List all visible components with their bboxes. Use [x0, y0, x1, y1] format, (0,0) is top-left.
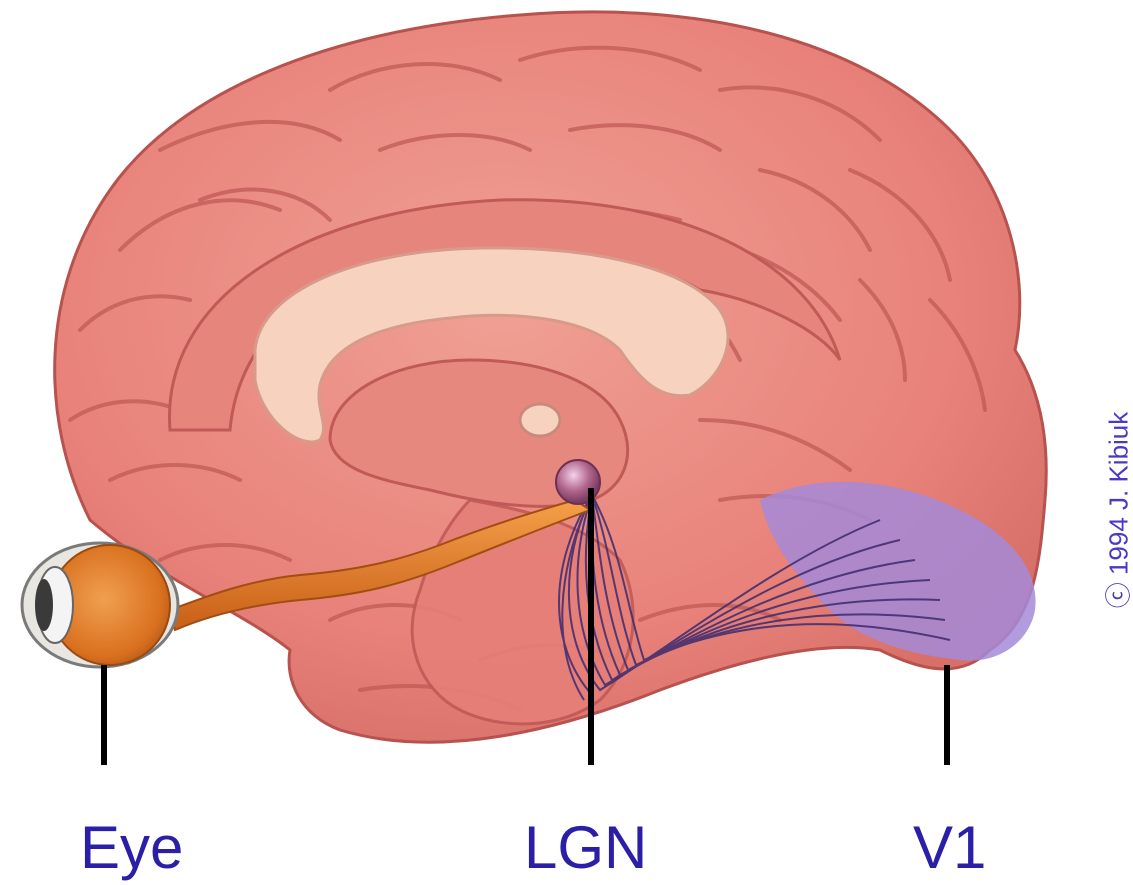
anterior-commissure [520, 404, 560, 436]
lgn-label: LGN [524, 818, 647, 878]
v1-label: V1 [913, 818, 986, 878]
copyright-notice: ⓒ 1994 J. Kibiuk [1099, 412, 1133, 609]
eye-label: Eye [80, 818, 183, 878]
eye-icon [22, 543, 178, 667]
